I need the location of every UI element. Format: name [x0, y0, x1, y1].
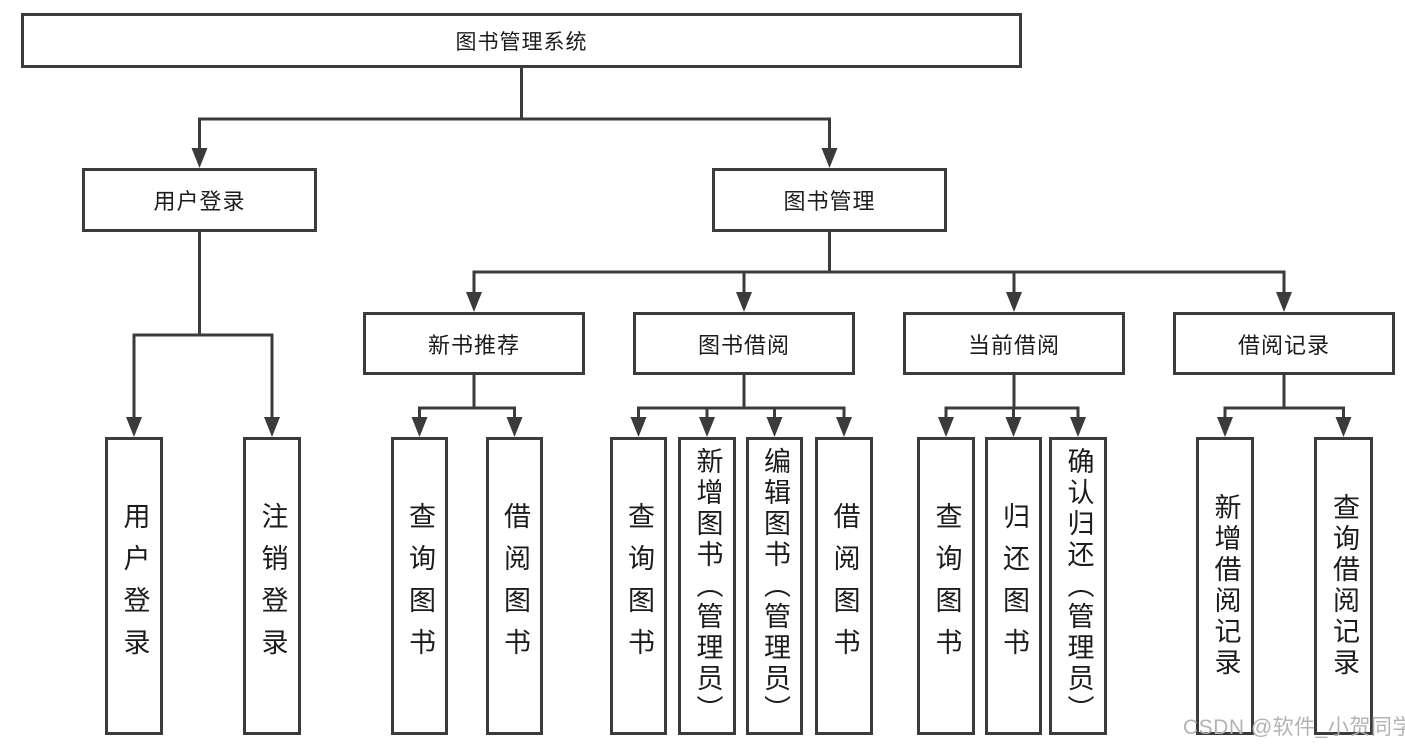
leaf-return-books: 归还图书	[985, 437, 1042, 735]
connector-user-login-children	[126, 230, 280, 437]
leaf-query-books-borrow: 查询图书	[610, 437, 667, 735]
leaf-add-book-admin: 新增图书（管理员）	[678, 437, 736, 735]
node-library-system: 图书管理系统	[21, 13, 1022, 68]
csdn-watermark: CSDN @软件_小贺同学	[1183, 716, 1405, 739]
connector-borrow-records-children	[1217, 373, 1352, 437]
leaf-confirm-return-admin-label: 确认归还（管理员）	[1063, 446, 1094, 726]
leaf-borrow-books-borrow: 借阅图书	[815, 437, 873, 735]
leaf-query-books-newbook: 查询图书	[391, 437, 448, 735]
node-new-book-recommend: 新书推荐	[363, 312, 585, 375]
node-borrow-records: 借阅记录	[1173, 312, 1395, 375]
leaf-query-books-current-label: 查询图书	[931, 502, 962, 670]
node-user-login: 用户登录	[82, 168, 317, 232]
leaf-add-book-admin-label: 新增图书（管理员）	[692, 446, 723, 726]
leaf-query-books-current: 查询图书	[917, 437, 975, 735]
leaf-return-books-label: 归还图书	[999, 502, 1029, 670]
leaf-borrow-books-newbook-label: 借阅图书	[500, 502, 530, 670]
connector-root-to-level2	[191, 66, 838, 168]
node-book-management: 图书管理	[712, 168, 947, 232]
leaf-query-borrow-record-label: 查询借阅记录	[1329, 493, 1359, 679]
connector-new-book-children	[411, 373, 523, 437]
leaf-query-books-newbook-label: 查询图书	[405, 502, 435, 670]
leaf-query-books-borrow-label: 查询图书	[624, 502, 654, 670]
leaf-user-login-label: 用户登录	[119, 502, 150, 670]
leaf-logout-label: 注销登录	[257, 502, 288, 670]
leaf-logout: 注销登录	[243, 437, 301, 735]
leaf-add-borrow-record-label: 新增借阅记录	[1210, 493, 1241, 679]
leaf-edit-book-admin-label: 编辑图书（管理员）	[760, 446, 790, 726]
leaf-borrow-books-newbook: 借阅图书	[486, 437, 543, 735]
connector-book-management-children	[466, 230, 1292, 312]
leaf-confirm-return-admin: 确认归还（管理员）	[1049, 437, 1107, 735]
node-book-borrow: 图书借阅	[633, 312, 855, 375]
leaf-user-login: 用户登录	[105, 437, 163, 735]
leaf-query-borrow-record: 查询借阅记录	[1314, 437, 1373, 735]
connector-book-borrow-children	[630, 373, 852, 437]
leaf-borrow-books-borrow-label: 借阅图书	[829, 502, 860, 670]
leaf-edit-book-admin: 编辑图书（管理员）	[746, 437, 803, 735]
node-current-borrow: 当前借阅	[903, 312, 1125, 375]
connector-current-borrow-children	[938, 373, 1086, 437]
leaf-add-borrow-record: 新增借阅记录	[1196, 437, 1254, 735]
